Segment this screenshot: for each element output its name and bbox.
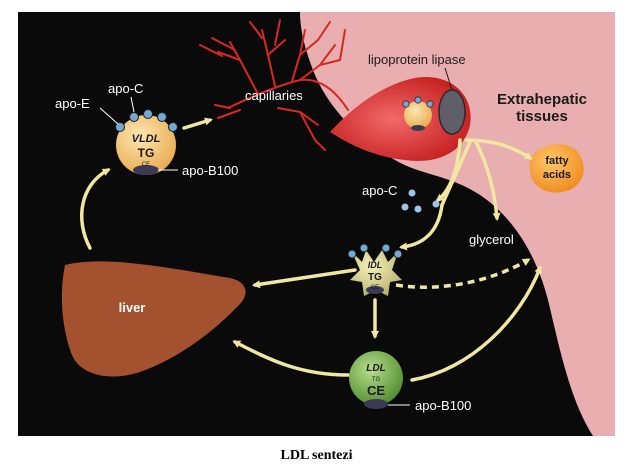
label-vldl-ce: CE	[142, 162, 150, 168]
label-idl-ce: CE	[371, 285, 379, 291]
label-apo-c-free: apo-C	[362, 183, 397, 198]
label-apo-b100-ldl: apo-B100	[415, 398, 471, 413]
label-tissues: tissues	[516, 108, 568, 125]
label-apo-c-vldl: apo-C	[108, 81, 143, 96]
capillaries-vessels	[199, 19, 349, 151]
arrow-liver-to-vldl	[80, 168, 111, 250]
arrow-ldl-to-liver	[232, 340, 350, 377]
label-apo-b100-vldl: apo-B100	[182, 163, 238, 178]
label-ldl-ce: CE	[367, 383, 385, 398]
arrow-idl-to-liver	[252, 268, 357, 289]
liver-shape	[61, 261, 246, 377]
label-apo-e: apo-E	[55, 96, 90, 111]
capillary-endothelial-cell	[330, 77, 471, 161]
arrow-idl-to-tissues-dashed	[395, 258, 531, 289]
label-ldl: LDL	[366, 363, 385, 374]
arrow-ldl-to-tissues	[410, 265, 542, 382]
label-liver: liver	[119, 300, 146, 315]
arrow-vldl-to-capillaries	[182, 117, 213, 130]
label-capillaries: capillaries	[245, 88, 303, 103]
arrow-to-glycerol	[474, 140, 501, 221]
ldl-particle	[349, 351, 403, 409]
label-vldl: VLDL	[132, 133, 161, 145]
label-glycerol: glycerol	[469, 232, 514, 247]
label-lipoprotein-lipase: lipoprotein lipase	[368, 52, 466, 67]
apo-c-dot	[408, 189, 416, 197]
label-acids: acids	[543, 169, 571, 181]
label-ldl-tg: TG	[372, 377, 381, 383]
arrow-to-idl	[399, 203, 444, 251]
lipoprotein-lipase-enzyme	[438, 89, 466, 135]
arrow-to-fatty-acids	[464, 138, 533, 160]
idl-particle	[347, 243, 403, 296]
pathway-arrows	[80, 117, 542, 382]
label-fatty: fatty	[545, 155, 569, 167]
label-extrahepatic: Extrahepatic	[497, 91, 587, 108]
label-vldl-tg: TG	[138, 146, 155, 160]
label-idl-tg: TG	[368, 272, 382, 283]
vldl-particle	[115, 109, 178, 175]
apo-c-dot	[432, 200, 440, 208]
label-idl: IDL	[368, 260, 383, 270]
figure-caption: LDL sentezi	[280, 448, 353, 463]
apo-c-dot	[414, 205, 422, 213]
fatty-acids-blob	[529, 144, 584, 193]
apo-c-dot	[401, 203, 409, 211]
vldl-in-capillary	[404, 101, 432, 129]
